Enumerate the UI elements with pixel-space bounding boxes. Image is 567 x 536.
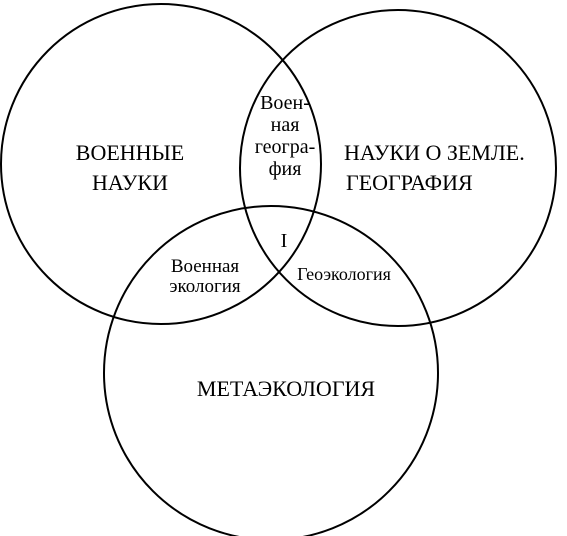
label-military-sciences: ВОЕННЫЕ НАУКИ [60, 138, 200, 198]
label-earth-sciences: НАУКИ О ЗЕМЛЕ. ГЕОГРАФИЯ [344, 138, 566, 198]
label-military-geography-line-4: фия [268, 158, 302, 180]
circle-military-sciences [0, 3, 322, 325]
label-military-ecology: Военная экология [150, 257, 260, 297]
label-metaecology: МЕТАЭКОЛОГИЯ [176, 374, 396, 404]
label-earth-sciences-line-1: НАУКИ О ЗЕМЛЕ. [344, 140, 525, 165]
circle-metaecology [103, 205, 439, 536]
label-center: I [272, 230, 296, 252]
circle-earth-sciences [239, 9, 557, 327]
label-geoecology: Геоэкология [288, 264, 400, 284]
label-military-geography-line-2: ная [270, 114, 300, 136]
label-geoecology-text: Геоэкология [297, 264, 391, 284]
label-center-text: I [280, 230, 288, 252]
label-military-ecology-line-1: Военная [170, 256, 240, 277]
label-military-geography: Воен- ная геогра- фия [240, 92, 330, 180]
label-military-geography-line-3: геогра- [254, 136, 316, 158]
label-military-sciences-line-2: НАУКИ [92, 170, 168, 195]
label-military-geography-line-1: Воен- [260, 92, 310, 114]
label-earth-sciences-line-2: ГЕОГРАФИЯ [346, 170, 473, 195]
label-military-sciences-line-1: ВОЕННЫЕ [75, 140, 185, 165]
label-metaecology-text: МЕТАЭКОЛОГИЯ [196, 376, 376, 401]
label-military-ecology-line-2: экология [169, 276, 241, 297]
